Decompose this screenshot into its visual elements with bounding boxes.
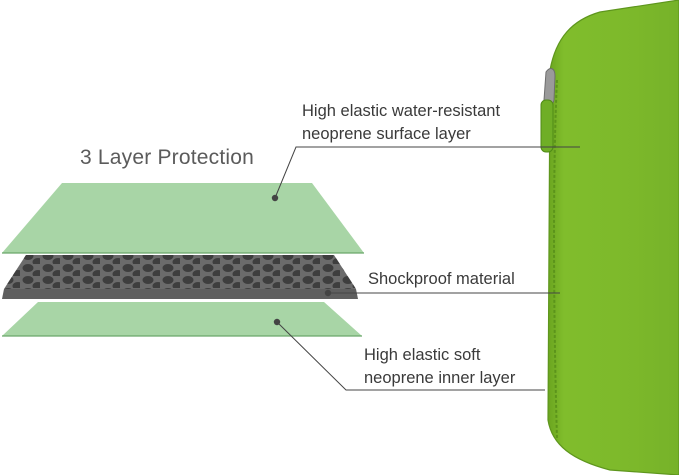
- outer-layer-label-line1: High elastic water-resistant: [302, 102, 501, 120]
- inner-layer-sheet: [2, 302, 362, 336]
- leader-line-outer: [271, 146, 580, 202]
- leader-line-inner: [273, 318, 545, 391]
- outer-layer-sheet: [2, 183, 364, 253]
- middle-layer-label: Shockproof material: [368, 270, 515, 288]
- diagram-title: 3 Layer Protection: [80, 146, 255, 169]
- inner-layer-label: High elastic soft neoprene inner layer: [364, 344, 515, 390]
- zipper-pull[interactable]: [540, 68, 556, 153]
- outer-layer-label-line2: neoprene surface layer: [302, 125, 471, 143]
- outer-layer-label: High elastic water-resistant neoprene su…: [302, 100, 500, 146]
- laptop-sleeve: [547, 0, 679, 475]
- shockproof-layer: [2, 255, 358, 299]
- inner-layer-label-line2: neoprene inner layer: [364, 369, 516, 387]
- leader-line-middle: [324, 289, 560, 297]
- inner-layer-label-line1: High elastic soft: [364, 346, 481, 364]
